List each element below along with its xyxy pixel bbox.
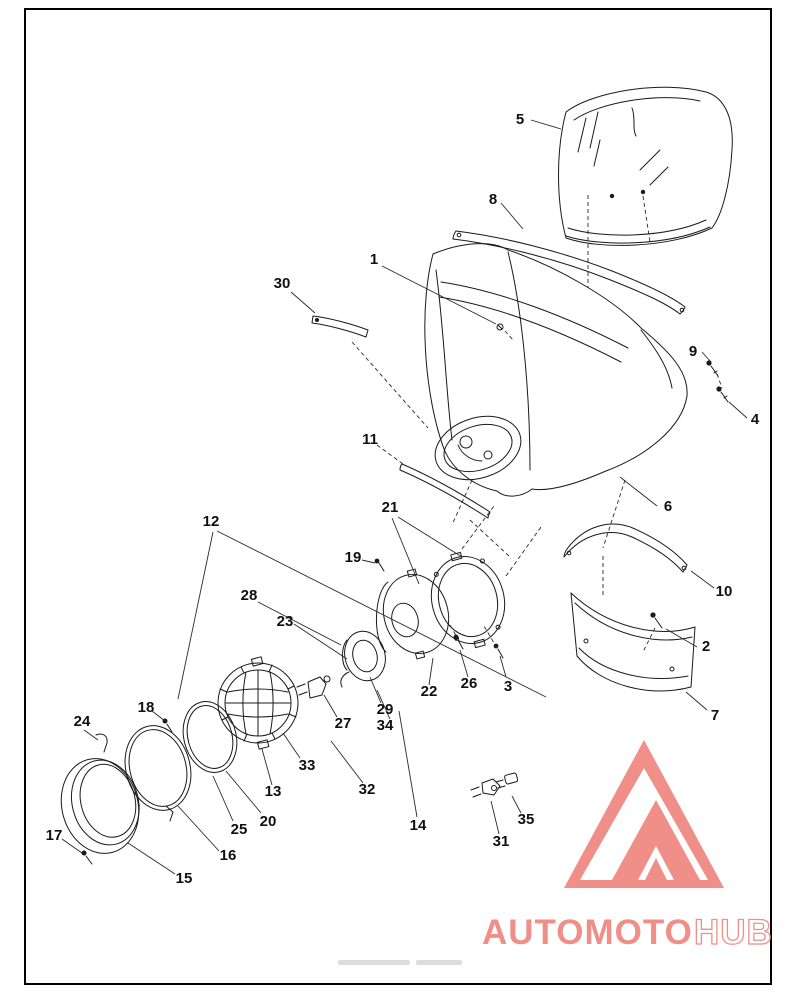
watermark-logo-icon (564, 740, 724, 888)
callout-23: 23 (277, 613, 294, 630)
indicator-bulbs (470, 772, 519, 798)
callout-13: 13 (265, 783, 282, 800)
callout-29: 29 (377, 701, 394, 718)
callout-20: 20 (260, 813, 277, 830)
callout-24: 24 (74, 713, 91, 730)
outer-rim-part (60, 758, 140, 854)
fairing-part (424, 243, 688, 497)
callout-2: 2 (702, 638, 710, 655)
windshield-part (558, 86, 733, 246)
bulb-socket-part (340, 630, 386, 688)
callout-25: 25 (231, 821, 248, 838)
headlamp-bucket-part (376, 568, 450, 660)
mount-strip-part (399, 463, 491, 519)
headlamp-mount-ring-part (430, 551, 506, 649)
callout-33: 33 (299, 757, 316, 774)
callout-labels: 1 2 3 4 5 6 7 8 9 10 11 12 13 14 15 16 1… (46, 111, 760, 887)
diagram-line-art (60, 86, 733, 865)
fairing-screws (706, 360, 729, 403)
callout-18: 18 (138, 699, 155, 716)
headlamp-lens-part (217, 656, 299, 750)
windshield-trim-part (452, 230, 686, 315)
fine-print-text (338, 960, 462, 965)
callout-4: 4 (751, 411, 760, 428)
headlamp-bulb-part (296, 675, 331, 699)
watermark-text-primary: AUTOMOTO (482, 913, 693, 952)
retaining-ring-part (182, 701, 238, 773)
callout-1: 1 (370, 251, 378, 268)
trim-strip-part (311, 315, 369, 338)
callout-10: 10 (716, 583, 733, 600)
callout-6: 6 (664, 498, 672, 515)
callout-12: 12 (203, 513, 220, 530)
callout-22: 22 (421, 683, 438, 700)
callout-31: 31 (493, 833, 510, 850)
trim-ring-part (124, 725, 192, 822)
callout-8: 8 (489, 191, 497, 208)
callout-3: 3 (504, 678, 512, 695)
callout-35: 35 (518, 811, 535, 828)
callout-30: 30 (274, 275, 291, 292)
watermark: AUTOMOTO HUB (482, 740, 773, 953)
page-border (24, 8, 772, 985)
callout-11: 11 (362, 431, 378, 448)
leader-lines (61, 119, 748, 875)
callout-5: 5 (516, 111, 524, 128)
callout-17: 17 (46, 827, 63, 844)
callout-27: 27 (335, 715, 352, 732)
callout-32: 32 (359, 781, 376, 798)
callout-14: 14 (410, 817, 427, 834)
lower-bracket-part (570, 592, 696, 692)
watermark-text-secondary: HUB (694, 913, 773, 952)
callout-15: 15 (176, 870, 193, 887)
callout-21: 21 (382, 499, 399, 516)
rim-fasteners (81, 718, 173, 865)
callout-34: 34 (377, 717, 394, 734)
callout-26: 26 (461, 675, 478, 692)
support-strip-part (563, 523, 688, 573)
callout-28: 28 (241, 587, 258, 604)
callout-7: 7 (711, 707, 719, 724)
callout-19: 19 (345, 549, 362, 566)
callout-16: 16 (220, 847, 237, 864)
callout-9: 9 (689, 343, 697, 360)
